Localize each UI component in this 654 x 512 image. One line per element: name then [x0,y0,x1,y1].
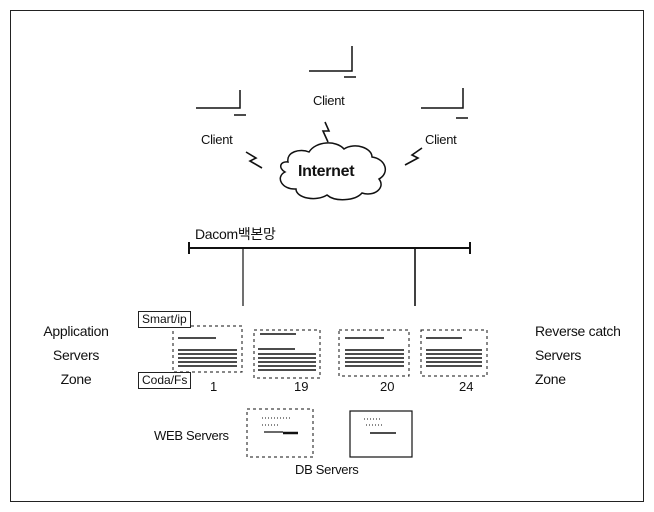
client-terminal-left [196,90,246,116]
lightning-link-left [245,151,263,169]
diagram-frame [10,10,644,502]
application-servers-zone-label: Application Servers Zone [43,323,109,387]
server-group-24 [420,329,488,377]
server-number-19: 19 [294,379,309,394]
server-group-1 [172,325,243,373]
db-servers-label: DB Servers [295,462,359,477]
client-terminal-right [421,88,468,119]
client-label-top: Client [313,93,345,108]
server-group-20 [338,329,410,377]
reverse-catch-zone-label: Reverse catch Servers Zone [535,323,621,387]
server-number-20: 20 [380,379,395,394]
server-number-24: 24 [459,379,474,394]
client-terminal-top [309,46,356,78]
server-group-19 [253,329,321,379]
lightning-link-right [404,147,423,166]
client-label-right: Client [425,132,457,147]
db-server-box [349,410,413,458]
server-number-1: 1 [210,379,218,394]
coda-fs-tag: Coda/Fs [138,372,192,389]
backbone-label: Dacom백본망 [195,226,276,242]
smart-ip-tag: Smart/ip [138,311,191,328]
internet-label: Internet [298,163,355,180]
web-server-box [246,408,314,458]
web-servers-label: WEB Servers [154,428,229,443]
internet-cloud [279,142,387,201]
client-label-left: Client [201,132,233,147]
lightning-link-top [321,121,331,143]
